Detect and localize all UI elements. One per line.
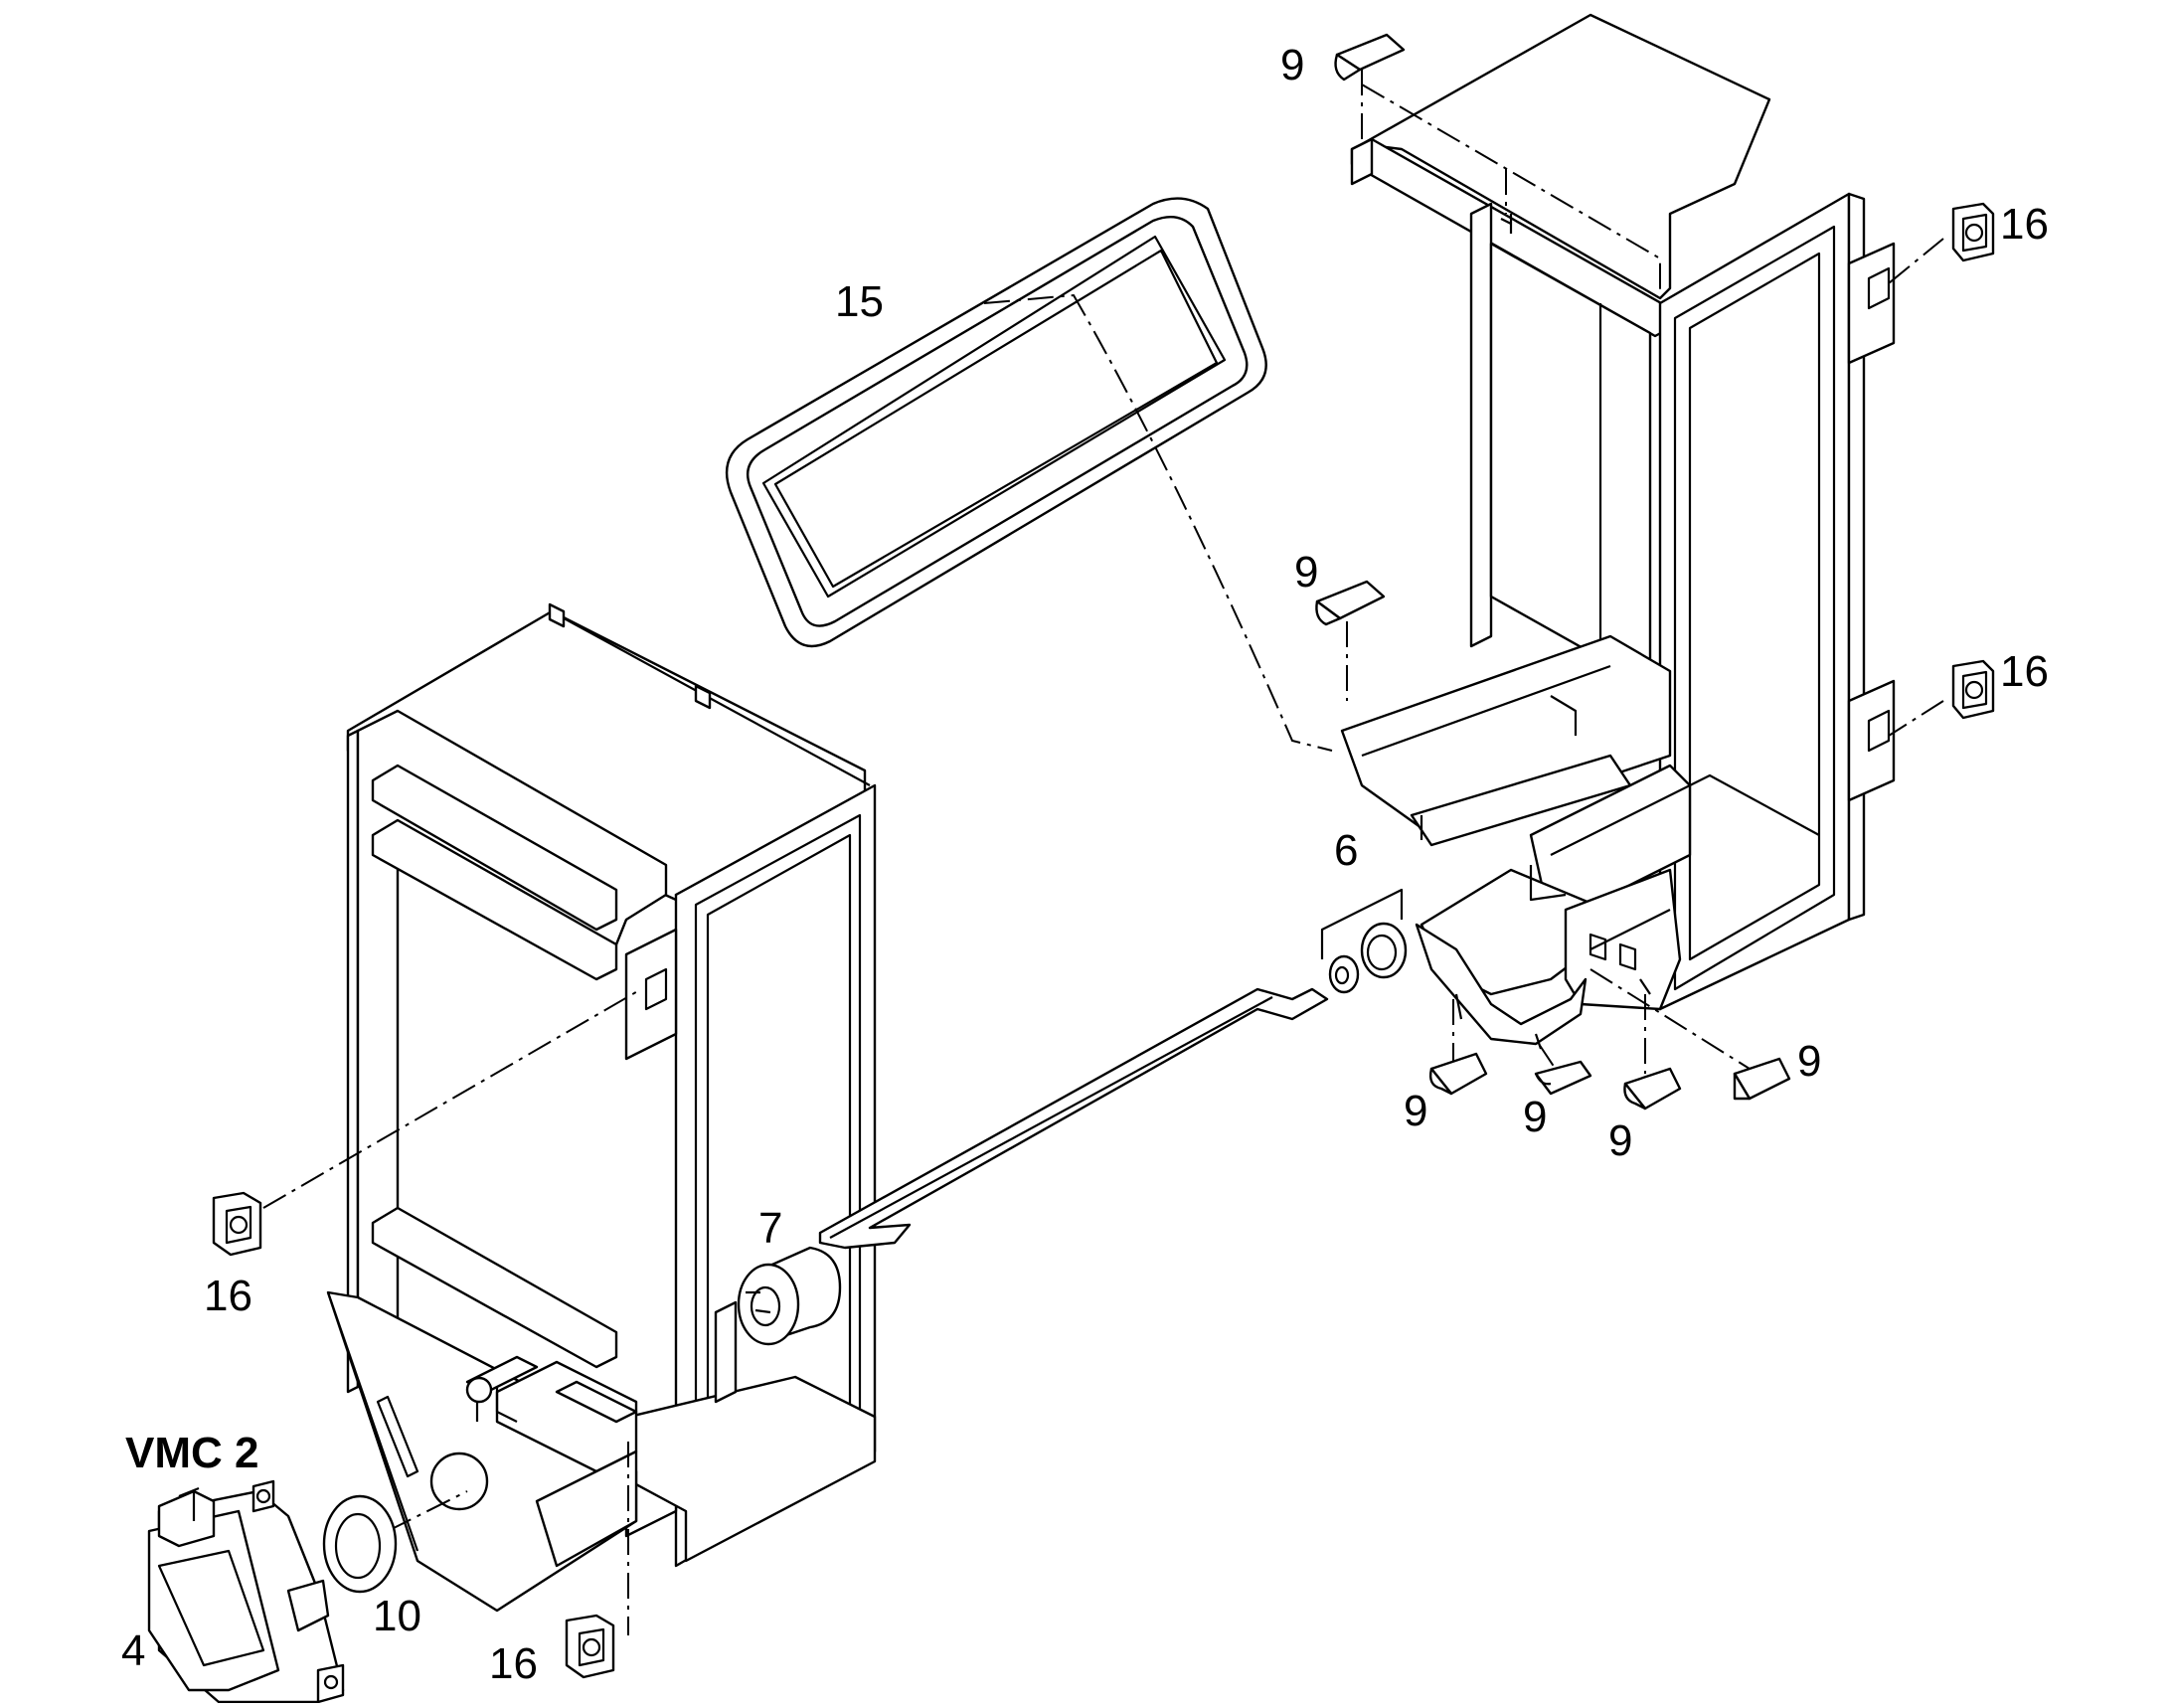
label-16-bottom: 16 <box>489 1639 538 1688</box>
label-10: 10 <box>373 1592 421 1640</box>
nut-clip-part-16-lower <box>1951 659 1995 720</box>
linkage-rod <box>818 987 1329 1250</box>
label-vmc-2: VMC 2 <box>125 1429 258 1477</box>
gasket-frame-part-15 <box>725 197 1267 648</box>
label-16-left: 16 <box>204 1272 252 1320</box>
left-housing <box>326 602 877 1613</box>
label-15: 15 <box>835 277 884 326</box>
leader-16-upper <box>1888 238 1944 284</box>
nut-clip-part-16-left <box>212 1191 262 1257</box>
clip-part-9-mid <box>1315 580 1386 626</box>
leader-10 <box>387 1490 468 1532</box>
nut-clip-part-16-bottom <box>565 1614 615 1679</box>
leader-16-lower <box>1888 700 1944 737</box>
seal-pair-part-6 <box>1320 888 1408 994</box>
clip-part-9-lower-c <box>1623 1067 1682 1110</box>
leader-9-top <box>1361 70 1661 293</box>
right-housing <box>1340 13 1896 1050</box>
clip-part-9-top <box>1334 33 1406 82</box>
bushing-part-7 <box>737 1246 842 1346</box>
leader-16-left <box>262 988 642 1209</box>
clip-part-9-lower-b <box>1534 1060 1592 1096</box>
label-9-lower-a: 9 <box>1404 1087 1427 1135</box>
label-7: 7 <box>758 1204 782 1253</box>
label-9-lower-d: 9 <box>1797 1037 1821 1086</box>
nut-clip-part-16-upper <box>1951 202 1995 262</box>
label-9-lower-c: 9 <box>1608 1116 1632 1165</box>
leader-15 <box>983 293 1333 752</box>
actuator-part-4 <box>147 1479 345 1704</box>
clip-part-9-lower-a <box>1428 1052 1488 1096</box>
leader-9-lower-b <box>1538 1043 1560 1075</box>
label-16-upper: 16 <box>2000 200 2049 249</box>
ring-part-10 <box>322 1494 398 1594</box>
label-9-lower-b: 9 <box>1523 1093 1547 1141</box>
leader-9-lower-d <box>1589 968 1751 1070</box>
label-4: 4 <box>121 1626 145 1675</box>
clip-part-9-lower-d <box>1733 1057 1791 1101</box>
label-16-lower: 16 <box>2000 647 2049 696</box>
label-9-top: 9 <box>1280 41 1304 89</box>
label-9-mid: 9 <box>1294 548 1318 597</box>
label-6: 6 <box>1334 826 1358 875</box>
